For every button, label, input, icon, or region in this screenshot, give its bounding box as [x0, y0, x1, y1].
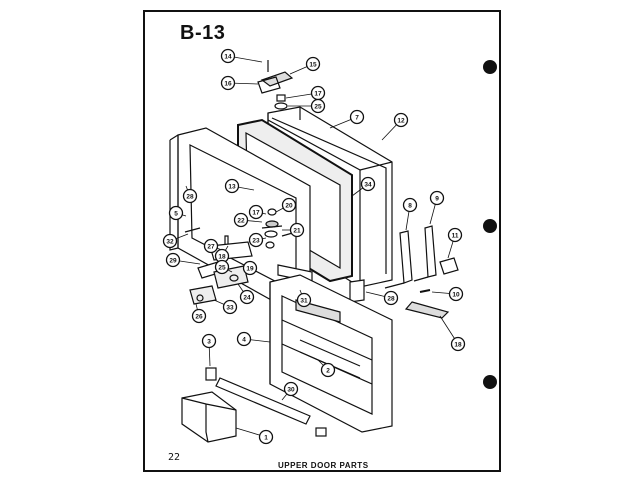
- callout-bubble: 22: [233, 212, 249, 228]
- callout-number: 13: [228, 184, 236, 191]
- callout-bubble: 20: [281, 197, 297, 213]
- binder-hole-middle: [483, 219, 497, 233]
- callout-bubble: 31: [296, 292, 312, 308]
- callout-number: 19: [246, 266, 254, 273]
- callout-bubble: 19: [242, 260, 258, 276]
- callout-number: 8: [408, 203, 412, 210]
- callout-number: 7: [355, 115, 359, 122]
- callout-number: 22: [237, 218, 245, 225]
- callout-number: 23: [252, 238, 260, 245]
- callout-number: 24: [243, 295, 251, 302]
- callout-number: 30: [287, 387, 295, 394]
- small-clips: [404, 257, 459, 319]
- callout-number: 34: [364, 182, 372, 189]
- diagram-caption: UPPER DOOR PARTS: [278, 461, 369, 470]
- page-title: B-13: [180, 22, 226, 44]
- binder-hole-bottom: [483, 375, 497, 389]
- callout-bubble: 16: [220, 75, 236, 91]
- bottom-clip: [315, 427, 327, 437]
- callout-bubble: 28: [383, 290, 399, 306]
- callout-number: 28: [387, 296, 395, 303]
- callout-bubble: 25: [310, 98, 326, 114]
- callout-bubble: 18: [450, 336, 466, 352]
- callout-number: 17: [252, 210, 260, 217]
- callout-bubble: 10: [448, 286, 464, 302]
- callout-bubble: 8: [402, 197, 418, 213]
- callout-bubble: 14: [220, 48, 236, 64]
- callout-bubble: 3: [201, 333, 217, 349]
- callout-number: 4: [242, 337, 246, 344]
- callout-bubble: 15: [305, 56, 321, 72]
- page-number: 22: [168, 452, 181, 463]
- callout-number: 26: [195, 314, 203, 321]
- bottom-trim-rail: [215, 377, 311, 425]
- callout-bubble: 17: [310, 85, 326, 101]
- callout-number: 28: [186, 194, 194, 201]
- callout-number: 21: [293, 228, 301, 235]
- callout-number: 14: [224, 54, 232, 61]
- callout-number: 33: [226, 305, 234, 312]
- callout-number: 18: [454, 342, 462, 349]
- callout-bubble: 21: [289, 222, 305, 238]
- callout-number: 31: [300, 298, 308, 305]
- callout-number: 16: [224, 81, 232, 88]
- callout-bubble: 30: [283, 381, 299, 397]
- callout-bubble: 28: [182, 188, 198, 204]
- callout-bubble: 2: [320, 362, 336, 378]
- callout-number: 1: [264, 435, 268, 442]
- callout-bubble: 23: [248, 232, 264, 248]
- binder-hole-top: [483, 60, 497, 74]
- callout-number: 5: [174, 211, 178, 218]
- callout-bubble: 7: [349, 109, 365, 125]
- callout-bubble: 5: [168, 205, 184, 221]
- callout-bubble: 13: [224, 178, 240, 194]
- callout-bubble: 1: [258, 429, 274, 445]
- callout-number: 15: [309, 62, 317, 69]
- callout-bubble: 32: [162, 233, 178, 249]
- callout-number: 20: [285, 203, 293, 210]
- side-brackets: [384, 225, 437, 289]
- callout-bubble: 27: [203, 238, 219, 254]
- callout-bubble: 33: [222, 299, 238, 315]
- callout-bubble: 34: [360, 176, 376, 192]
- callout-number: 3: [207, 339, 211, 346]
- callout-number: 10: [452, 292, 460, 299]
- callout-number: 18: [218, 254, 226, 261]
- small-stop: [205, 367, 217, 381]
- callout-number: 11: [452, 233, 459, 240]
- callout-bubble: 26: [191, 308, 207, 324]
- callout-bubble: 4: [236, 331, 252, 347]
- callout-bubble: 24: [239, 289, 255, 305]
- callout-bubble: 9: [429, 190, 445, 206]
- callout-number: 25: [314, 104, 322, 111]
- callout-bubble: 29: [165, 252, 181, 268]
- callout-number: 32: [166, 239, 174, 246]
- callout-number: 2: [326, 368, 330, 375]
- top-hinge-assembly: [257, 60, 294, 110]
- callout-number: 17: [314, 91, 322, 98]
- callout-number: 27: [207, 244, 215, 251]
- callout-bubble: 11: [447, 227, 463, 243]
- callout-bubble: 12: [393, 112, 409, 128]
- callout-number: 12: [397, 118, 405, 125]
- callout-number: 25: [218, 265, 226, 272]
- callout-bubble: 17: [248, 204, 264, 220]
- callout-number: 9: [435, 196, 439, 203]
- callout-bubble: 25: [214, 259, 230, 275]
- callout-number: 29: [169, 258, 177, 265]
- center-hinge-parts: [261, 208, 297, 249]
- door-bin: [181, 391, 237, 443]
